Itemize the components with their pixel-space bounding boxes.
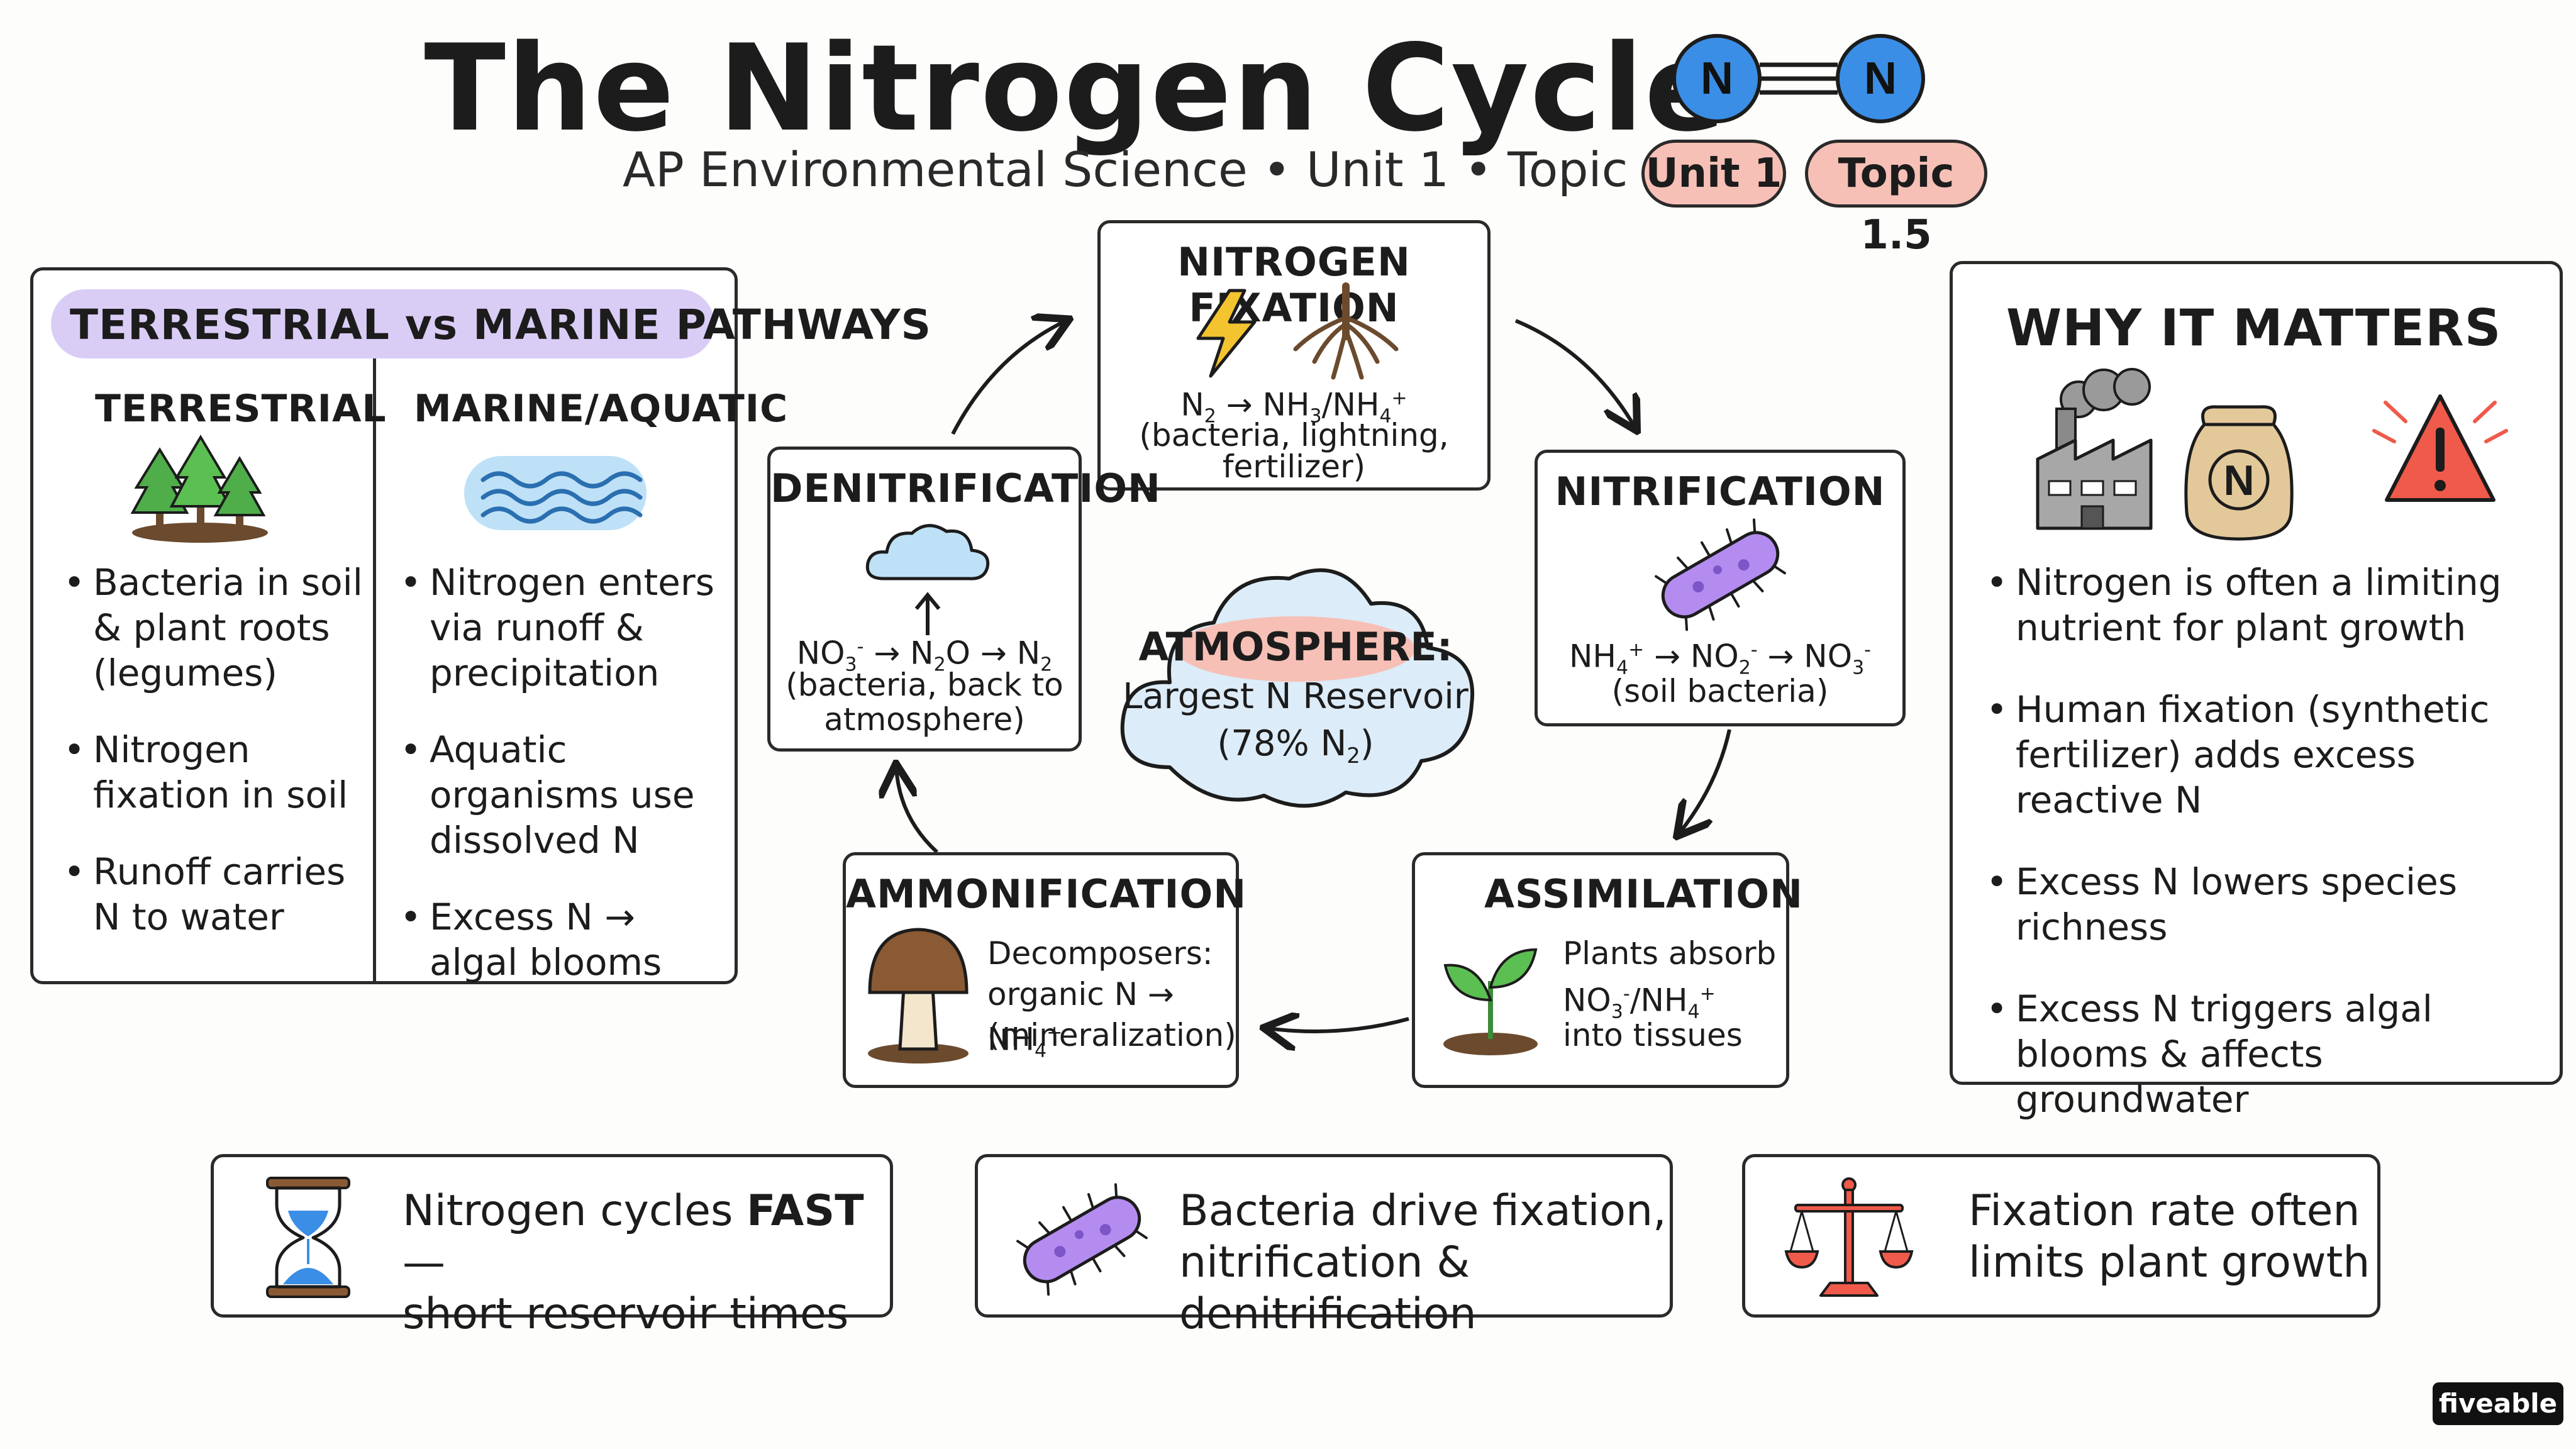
cloud-icon [865,524,990,635]
atmosphere-line-1: Largest N Reservoir [1123,676,1468,717]
bacteria-icon [1655,518,1786,631]
lightning-icon [1196,289,1257,378]
fact-box-fast-cycle: Nitrogen cycles FAST — short reservoir t… [211,1154,893,1339]
denitrification-note-2: atmosphere) [824,701,1025,738]
topic-badge: Topic 1.5 [1805,140,1987,258]
why-it-matters-title: WHY IT MATTERS [2006,299,2502,357]
list-item: Excess N lowers species richness [1981,859,2557,950]
list-item: Human fixation (synthetic fertilizer) ad… [1981,687,2557,823]
molecule-atom-right: N [1864,53,1897,104]
terrestrial-list: Bacteria in soil & plant roots (legumes)… [58,560,373,940]
list-item: Excess N triggers algal blooms & affects… [1981,986,2557,1122]
pathways-divider [373,358,376,981]
trees-icon [130,435,268,543]
fixation-box: NITROGEN FIXATION N2 → NH3/NH4+ (bacteri… [1097,220,1491,491]
denitrification-box: DENITRIFICATION NO3- → N2O → N2 (bacteri… [767,447,1161,752]
assimilation-line-2: NO3-/NH4+ [1563,982,1716,1023]
list-item: Nitrogen enters via runoff & precipitati… [395,560,735,696]
arrow-denitrification-to-fixation [951,321,1066,435]
list-item: Runoff carries N to water [58,849,373,940]
pathways-header [51,289,714,358]
assimilation-line-1: Plants absorb [1563,935,1777,972]
water-waves-icon [464,456,647,530]
assimilation-line-3: into tissues [1563,1017,1743,1053]
brand-logo: fiveable [2433,1382,2563,1425]
arrow-nitrification-to-assimilation [1679,729,1731,833]
list-item: Aquatic organisms use dissolved N [395,727,735,863]
denitrification-equation: NO3- → N2O → N2 [796,635,1053,676]
fact-text-bacteria: Bacteria drive fixation, nitrification &… [1179,1186,1667,1339]
fact-box-bacteria: Bacteria drive fixation, nitrification &… [975,1154,1673,1339]
ammonification-line-3: (mineralization) [987,1017,1236,1053]
assimilation-box: ASSIMILATION Plants absorb NO3-/NH4+ int… [1412,852,1803,1088]
marine-list: Nitrogen enters via runoff & precipitati… [395,560,735,985]
list-item: Bacteria in soil & plant roots (legumes) [58,560,373,696]
fixation-note-2: fertilizer) [1222,448,1366,485]
ammonification-line-1: Decomposers: [987,935,1213,972]
denitrification-note-1: (bacteria, back to [786,667,1063,703]
page-title: The Nitrogen Cycle [424,19,1727,158]
fertilizer-label: N [2223,457,2254,504]
molecule-atom-left: N [1701,53,1733,104]
assimilation-title: ASSIMILATION [1484,871,1803,917]
fixation-note-1: (bacteria, lightning, [1139,417,1449,453]
bacteria-icon [1016,1183,1148,1296]
list-item: Nitrogen fixation in soil [58,727,373,818]
sprout-icon [1443,948,1538,1055]
ammonification-title: AMMONIFICATION [846,871,1247,917]
terrestrial-heading: TERRESTRIAL [95,387,387,431]
pathways-title: TERRESTRIAL vs MARINE PATHWAYS [70,301,932,349]
fixation-equation: N2 → NH3/NH4+ [1180,386,1407,428]
nitrification-equation: NH4+ → NO2- → NO3- [1569,638,1871,679]
fact-text-fast-cycle: Nitrogen cycles FAST — short reservoir t… [402,1186,864,1339]
warning-icon [2372,394,2508,502]
factory-icon [2036,368,2153,530]
arrow-assimilation-to-ammonification [1267,1019,1409,1031]
ammonification-box: AMMONIFICATION Decomposers: organic N → … [843,852,1247,1088]
why-it-matters-panel: WHY IT MATTERS N Nitrogen is often a lim… [1950,261,2563,1121]
atmosphere-cloud [1120,568,1475,808]
nitrification-title: NITRIFICATION [1555,469,1885,514]
mushroom-icon [868,928,969,1063]
subtitle: AP Environmental Science • Unit 1 • Topi… [623,142,1719,197]
fertilizer-bag-icon: N [2184,405,2294,541]
pathways-panel: TERRESTRIAL vs MARINE PATHWAYS TERRESTRI… [30,267,931,985]
atmosphere-line-2: (78% N2) [1217,723,1374,769]
marine-heading: MARINE/AQUATIC [414,387,789,431]
ammonification-line-2: organic N → NH4+ [987,976,1174,1062]
balance-scale-icon [1784,1177,1914,1297]
fixation-title: NITROGEN FIXATION [1177,239,1411,331]
arrow-fixation-to-nitrification [1514,319,1635,428]
fact-text-fixation-rate: Fixation rate often limits plant growth [1968,1186,2370,1287]
nitrification-note: (soil bacteria) [1611,673,1829,709]
arrow-ammonification-to-denitrification [896,767,939,854]
fact-box-fixation-rate: Fixation rate often limits plant growth [1742,1154,2380,1318]
nitrogen-molecule-icon: N N [1672,34,1925,123]
nitrification-box: NITRIFICATION NH4+ → NO2- → NO3- (soil b… [1535,450,1906,726]
unit-badge: Unit 1 [1641,140,1786,208]
hourglass-icon [266,1177,350,1298]
plant-roots-icon [1293,282,1399,380]
why-it-matters-list: Nitrogen is often a limiting nutrient fo… [1981,560,2557,1122]
list-item: Nitrogen is often a limiting nutrient fo… [1981,560,2557,650]
denitrification-title: DENITRIFICATION [770,465,1161,511]
list-item: Excess N → algal blooms [395,894,735,985]
atmosphere-title: ATMOSPHERE: [1138,624,1453,670]
